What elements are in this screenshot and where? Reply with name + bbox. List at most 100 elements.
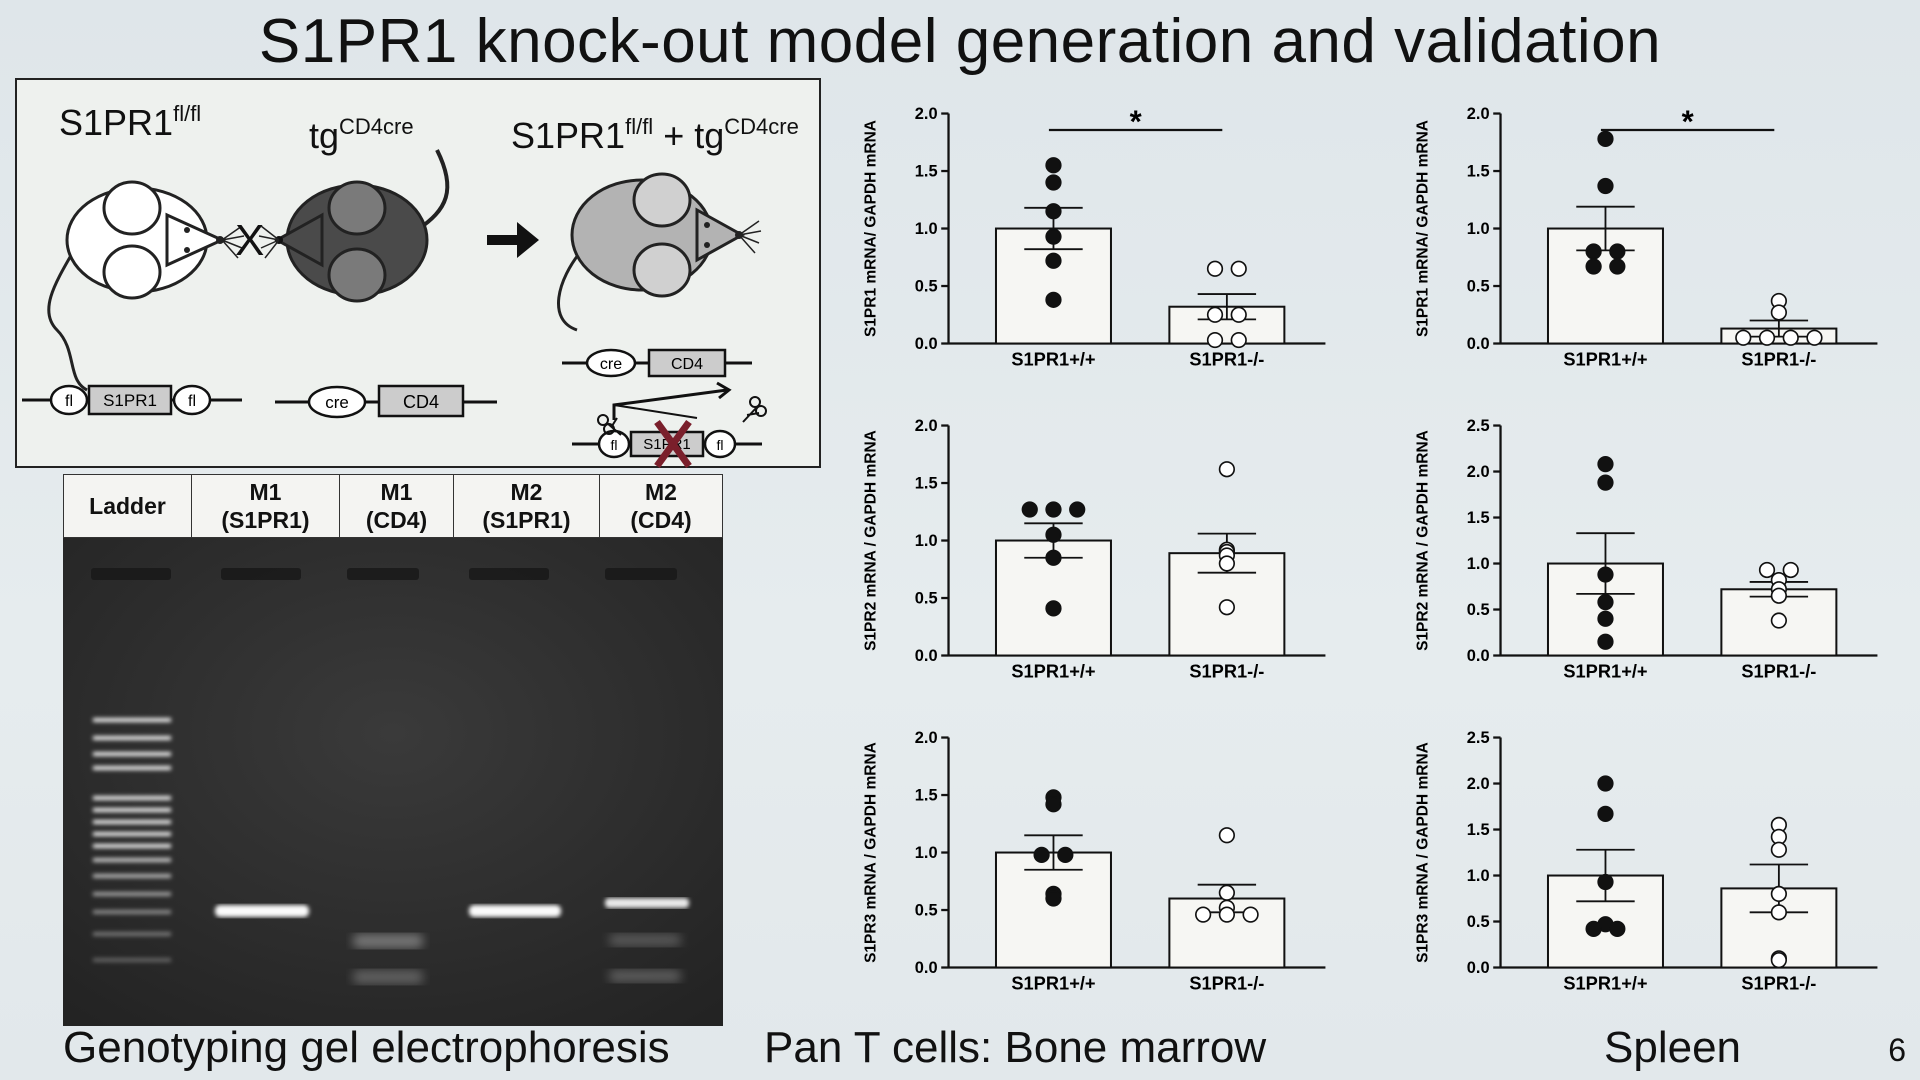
- x-tick-label: S1PR1-/-: [1189, 972, 1264, 993]
- data-point: [1770, 612, 1787, 629]
- construct-s1pr1-floxed: fl S1PR1 fl: [22, 384, 242, 416]
- y-tick-label: 0.5: [1467, 913, 1490, 931]
- y-tick-label: 0.0: [1467, 647, 1490, 665]
- ladder-bands: [93, 718, 171, 962]
- x-tick-label: S1PR1+/+: [1563, 660, 1647, 681]
- data-point: [1045, 526, 1062, 543]
- data-point: [1758, 561, 1776, 579]
- excision-x-icon: [654, 419, 692, 469]
- lane-header-m1-s1pr1: M1 (S1PR1): [191, 474, 339, 538]
- band-m2-s1pr1: [469, 905, 561, 917]
- y-tick-label: 0.0: [915, 647, 938, 665]
- data-point: [1242, 906, 1259, 923]
- data-point: [1585, 920, 1602, 938]
- x-tick-label: S1PR1-/-: [1189, 348, 1264, 369]
- data-point: [1057, 846, 1074, 863]
- data-point: [1770, 587, 1787, 604]
- y-axis-label: S1PR1 mRNA/ GAPDH mRNA: [863, 120, 880, 337]
- data-point: [1758, 329, 1776, 346]
- data-point: [1045, 796, 1062, 813]
- y-tick-label: 1.0: [915, 532, 938, 550]
- svg-text:fl: fl: [188, 393, 196, 410]
- y-axis-label: S1PR1 mRNA/ GAPDH mRNA: [1415, 120, 1432, 337]
- y-tick-label: 2.0: [915, 105, 938, 123]
- band-m1-cd4-b: [353, 970, 423, 984]
- bar-chart-svg: S1PR2 mRNA / GAPDH mRNA 0.0 0.5 1.0 1.5 2.0 2.…: [1415, 417, 1878, 681]
- data-point: [1230, 306, 1247, 323]
- data-point: [1069, 501, 1086, 518]
- svg-text:S1PR1: S1PR1: [103, 391, 157, 410]
- caption-bone-marrow: Pan T cells: Bone marrow: [764, 1023, 1267, 1072]
- y-tick-label: 0.0: [915, 959, 938, 977]
- y-tick-label: 2.5: [1467, 417, 1490, 435]
- data-point: [1782, 561, 1799, 579]
- slide-title: S1PR1 knock-out model generation and val…: [258, 7, 1662, 76]
- y-axis-label: S1PR3 mRNA / GAPDH mRNA: [1415, 742, 1432, 963]
- y-tick-label: 1.0: [915, 844, 938, 862]
- y-tick-label: 0.5: [1467, 601, 1490, 619]
- white-mouse-icon: [47, 180, 245, 392]
- y-tick-label: 2.0: [1467, 463, 1490, 481]
- page-number: 6: [1888, 1032, 1906, 1068]
- y-tick-label: 2.0: [1467, 105, 1490, 123]
- data-point: [1597, 566, 1614, 583]
- x-tick-label: S1PR1+/+: [1563, 972, 1647, 993]
- data-point: [1045, 549, 1062, 566]
- y-tick-label: 0.5: [915, 589, 938, 607]
- x-tick-label: S1PR1-/-: [1741, 348, 1816, 369]
- lane-header-ladder: Ladder: [63, 474, 191, 538]
- y-tick-label: 1.0: [1467, 555, 1490, 573]
- y-axis-label: S1PR2 mRNA / GAPDH mRNA: [1415, 430, 1432, 651]
- y-tick-label: 1.5: [1467, 821, 1490, 839]
- breeding-schematic: S1PR1fl/fl tgCD4cre S1PR1fl/fl + tgCD4cr…: [15, 78, 821, 469]
- data-point: [1021, 501, 1038, 518]
- data-point: [1597, 594, 1614, 611]
- y-tick-label: 1.0: [1467, 220, 1490, 238]
- data-point: [1585, 243, 1602, 260]
- mouse2-label: tgCD4cre: [309, 114, 414, 156]
- data-point: [1597, 130, 1614, 147]
- data-point: [1218, 461, 1235, 478]
- data-point: [1218, 555, 1235, 572]
- caption-gel: Genotyping gel electrophoresis: [63, 1023, 670, 1072]
- y-tick-label: 2.0: [1467, 775, 1490, 793]
- construct-cre-cd4: cre CD4: [275, 384, 497, 419]
- y-tick-label: 2.5: [1467, 729, 1490, 747]
- data-point: [1045, 228, 1062, 245]
- svg-text:fl: fl: [611, 437, 618, 453]
- gel-lane-headers: Ladder M1 (S1PR1) M1 (CD4) M2 (S1PR1) M2…: [63, 474, 723, 538]
- significance-star: *: [1130, 104, 1143, 139]
- svg-text:cre: cre: [325, 393, 349, 412]
- data-point: [1045, 203, 1062, 220]
- data-point: [1585, 258, 1602, 275]
- offspring-label: S1PR1fl/fl + tgCD4cre: [511, 114, 799, 156]
- y-tick-label: 1.0: [1467, 867, 1490, 885]
- data-point: [1597, 775, 1614, 792]
- svg-text:fl: fl: [717, 437, 724, 453]
- data-point: [1597, 610, 1614, 627]
- data-point: [1045, 600, 1062, 617]
- band-m2-cd4-a: [605, 898, 689, 908]
- y-axis-label: S1PR2 mRNA / GAPDH mRNA: [863, 430, 880, 651]
- data-point: [1218, 599, 1235, 616]
- x-tick-label: S1PR1+/+: [1011, 660, 1095, 681]
- data-point: [1206, 331, 1224, 349]
- y-tick-label: 1.5: [1467, 509, 1490, 527]
- cross-symbol: X: [235, 216, 264, 265]
- y-tick-label: 0.0: [1467, 335, 1490, 353]
- data-point: [1206, 306, 1224, 323]
- data-point: [1045, 174, 1062, 191]
- y-tick-label: 1.5: [915, 787, 938, 805]
- band-m1-s1pr1: [215, 905, 309, 917]
- bar-chart-svg: S1PR3 mRNA / GAPDH mRNA0.00.51.01.52.0S1…: [863, 729, 1326, 993]
- data-point: [1218, 884, 1235, 901]
- data-point: [1230, 331, 1247, 349]
- data-point: [1597, 633, 1614, 650]
- significance-star: *: [1682, 104, 1695, 139]
- arrow-icon: [487, 222, 539, 258]
- y-tick-label: 2.0: [915, 729, 938, 747]
- bar-chart-svg: S1PR3 mRNA / GAPDH mRNA0.00.51.01.52.02.…: [1415, 729, 1878, 993]
- data-point: [1770, 841, 1787, 858]
- svg-text:CD4: CD4: [671, 356, 703, 373]
